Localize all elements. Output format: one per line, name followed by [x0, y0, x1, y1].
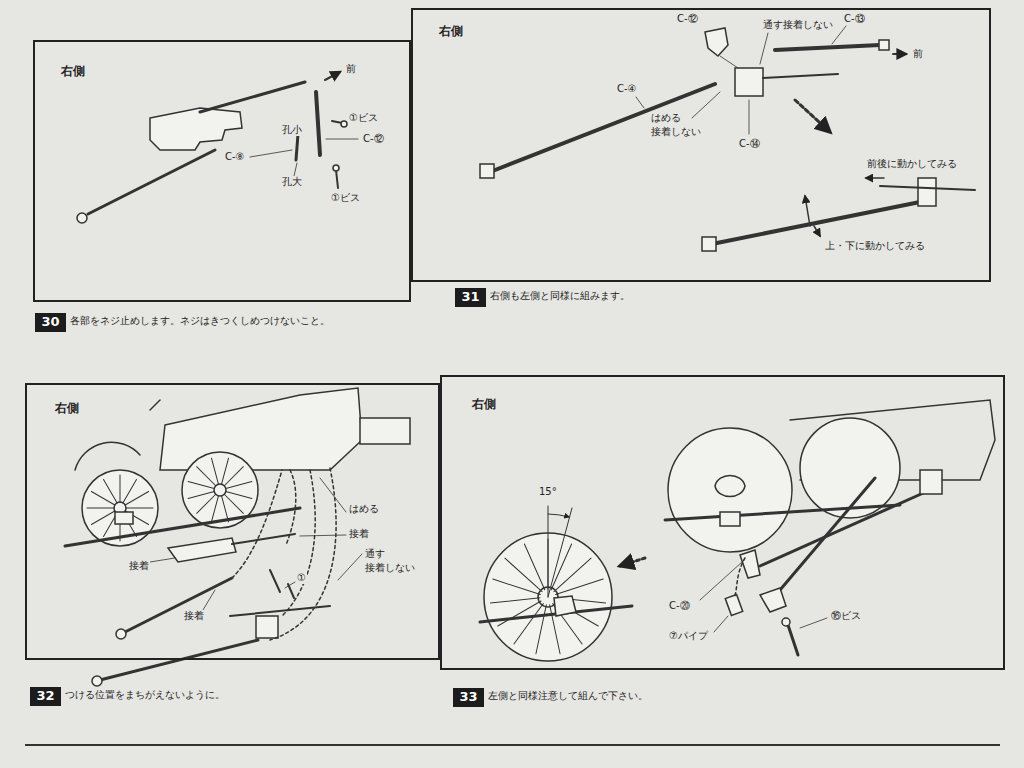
- assembly-note: 接着: [183, 610, 205, 622]
- step-number-box: 30: [35, 313, 66, 332]
- step-panel: 右側: [33, 40, 411, 302]
- assembly-note: 接着しない: [364, 562, 416, 574]
- step-caption: つける位置をまちがえないように。: [64, 689, 226, 701]
- callout-number: ①: [296, 572, 307, 584]
- step-panel: 右側: [440, 375, 1005, 670]
- assembly-note: はめる: [650, 112, 682, 124]
- motion-note: 前後に動かしてみる: [866, 158, 958, 170]
- assembly-note: はめる: [348, 503, 380, 515]
- part-number: C-⑫: [362, 133, 385, 145]
- direction-label: 前: [345, 63, 357, 75]
- side-heading: 右側: [55, 400, 79, 417]
- direction-label: 前: [912, 48, 924, 60]
- part-number: C-⑬: [843, 13, 866, 25]
- hole-label: 孔大: [281, 176, 303, 188]
- part-label: ①ビス: [330, 192, 361, 204]
- part-number: C-⑧: [224, 151, 246, 163]
- side-heading: 右側: [472, 396, 496, 413]
- part-label: ①ビス: [348, 112, 379, 124]
- step-number-box: 33: [453, 688, 484, 707]
- part-number: C-⑫: [676, 13, 699, 25]
- step-number-box: 31: [455, 288, 486, 307]
- step-number: 33: [459, 690, 477, 704]
- step-panel: 右側: [25, 383, 440, 660]
- part-number: C-④: [616, 83, 638, 95]
- assembly-note: 通す接着しない: [762, 19, 834, 31]
- step-number-box: 32: [30, 687, 61, 706]
- hole-label: 孔小: [281, 124, 303, 136]
- part-label: ⑯ビス: [830, 610, 862, 622]
- assembly-note: 通す: [364, 548, 386, 560]
- step-number: 30: [41, 315, 59, 329]
- step-number: 31: [461, 290, 479, 304]
- step-number: 32: [36, 689, 54, 703]
- assembly-note: 接着: [348, 528, 370, 540]
- part-number: C-⑭: [738, 138, 761, 150]
- side-heading: 右側: [61, 63, 85, 80]
- step-caption: 右側も左側と同様に組みます。: [489, 290, 631, 302]
- motion-note: 上・下に動かしてみる: [824, 240, 926, 252]
- assembly-note: 接着しない: [650, 126, 702, 138]
- part-number: C-⑳: [668, 600, 691, 612]
- assembly-note: 接着: [128, 560, 150, 572]
- step-caption: 左側と同様注意して組んで下さい。: [487, 690, 649, 702]
- part-label: ⑦パイプ: [668, 630, 709, 642]
- angle-dimension: 15°: [538, 486, 558, 498]
- side-heading: 右側: [439, 23, 463, 40]
- step-caption: 各部をネジ止めします。ネジはきつくしめつけないこと。: [69, 315, 331, 327]
